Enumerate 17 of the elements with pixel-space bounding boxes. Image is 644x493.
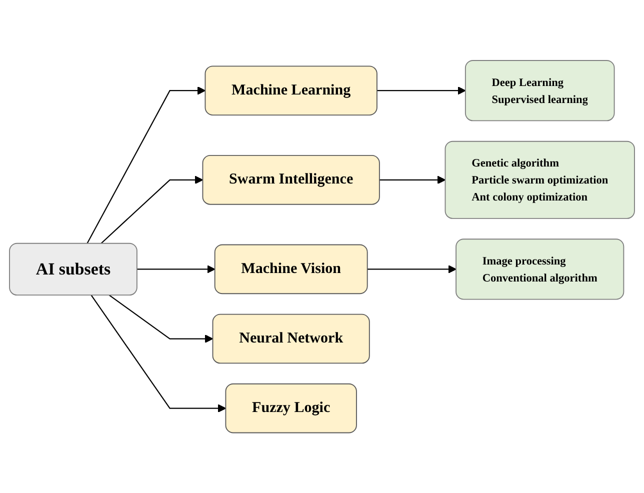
node-box: Swarm Intelligence (202, 154, 380, 205)
arrow (367, 264, 456, 274)
arrow (376, 86, 466, 95)
arrow (136, 264, 216, 274)
arrow (379, 176, 446, 184)
node-box: Image processing Conventional algorithm (456, 238, 624, 300)
arrow (100, 176, 204, 244)
arrow (108, 294, 214, 343)
node-box: Machine Vision (214, 244, 368, 294)
node-box: Fuzzy Logic (225, 383, 357, 434)
arrow (86, 86, 206, 244)
node-box: Deep Learning Supervised learning (464, 60, 615, 121)
node-box: AI subsets (9, 242, 138, 296)
node-box: Machine Learning (204, 66, 378, 116)
node-box: Genetic algorithm Particle swarm optimization Ant colony optimization (444, 140, 635, 219)
node-box: Neural Network (212, 314, 370, 364)
arrow (90, 294, 226, 412)
